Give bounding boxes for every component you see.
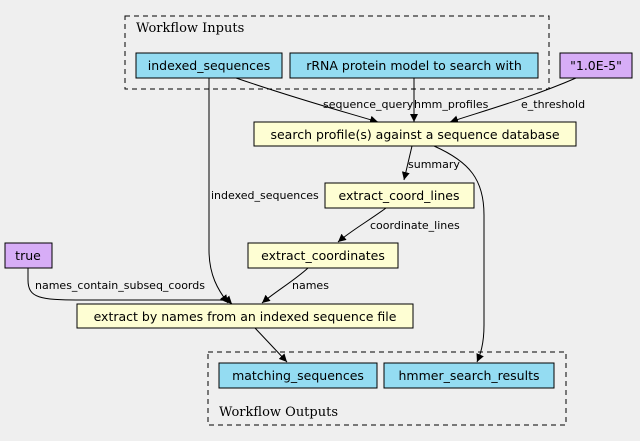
node-extract-coordinates-label: extract_coordinates — [261, 248, 385, 263]
edges — [27, 77, 577, 363]
edge-label-hmm-profiles: hmm_profiles — [414, 98, 489, 111]
node-extract-coord-lines[interactable]: extract_coord_lines — [324, 182, 475, 209]
edge-hmmer-results — [433, 145, 485, 363]
node-evalue-label: "1.0E-5" — [570, 58, 622, 73]
edge-coordinate-lines — [337, 207, 387, 243]
node-extract-by-names-label: extract by names from an indexed sequenc… — [94, 309, 397, 324]
node-search-profiles-label: search profile(s) against a sequence dat… — [270, 127, 559, 142]
edge-sequence-query — [235, 77, 379, 124]
node-hmmer-search-results-label: hmmer_search_results — [398, 368, 539, 383]
node-indexed-sequences-label: indexed_sequences — [148, 58, 270, 73]
edge-label-coordinate-lines: coordinate_lines — [370, 219, 460, 232]
edge-matching-sequences — [254, 327, 288, 363]
edge-label-names-contain-subseq-coords: names_contain_subseq_coords — [35, 279, 205, 292]
edge-names — [261, 267, 309, 304]
edge-label-indexed-sequences: indexed_sequences — [211, 189, 319, 202]
edge-label-summary: summary — [408, 158, 460, 171]
edge-label-names: names — [292, 279, 329, 292]
node-extract-coord-lines-label: extract_coord_lines — [339, 188, 460, 203]
edge-e-threshold — [449, 77, 577, 124]
node-indexed-sequences[interactable]: indexed_sequences — [135, 52, 283, 79]
node-true-label: true — [15, 248, 41, 263]
node-search-profiles[interactable]: search profile(s) against a sequence dat… — [253, 121, 577, 147]
workflow-outputs-label: Workflow Outputs — [219, 405, 338, 420]
node-hmmer-search-results[interactable]: hmmer_search_results — [383, 362, 555, 389]
workflow-outputs-cluster: Workflow Outputs — [207, 351, 567, 426]
node-extract-coordinates[interactable]: extract_coordinates — [247, 242, 399, 269]
edge-label-e-threshold: e_threshold — [521, 98, 585, 111]
edge-names-contain-subseq-coords — [27, 268, 233, 305]
node-extract-by-names[interactable]: extract by names from an indexed sequenc… — [76, 303, 414, 329]
node-matching-sequences[interactable]: matching_sequences — [218, 362, 378, 389]
workflow-inputs-label: Workflow Inputs — [136, 21, 244, 36]
edge-summary — [401, 145, 413, 181]
edge-label-sequence-query: sequence_query — [323, 98, 414, 111]
workflow-inputs-cluster: Workflow Inputs — [124, 15, 550, 90]
node-evalue[interactable]: "1.0E-5" — [559, 52, 633, 79]
node-matching-sequences-label: matching_sequences — [232, 368, 364, 383]
node-true[interactable]: true — [4, 242, 53, 269]
node-rrna-model-label: rRNA protein model to search with — [306, 58, 522, 73]
node-rrna-model[interactable]: rRNA protein model to search with — [289, 52, 539, 79]
